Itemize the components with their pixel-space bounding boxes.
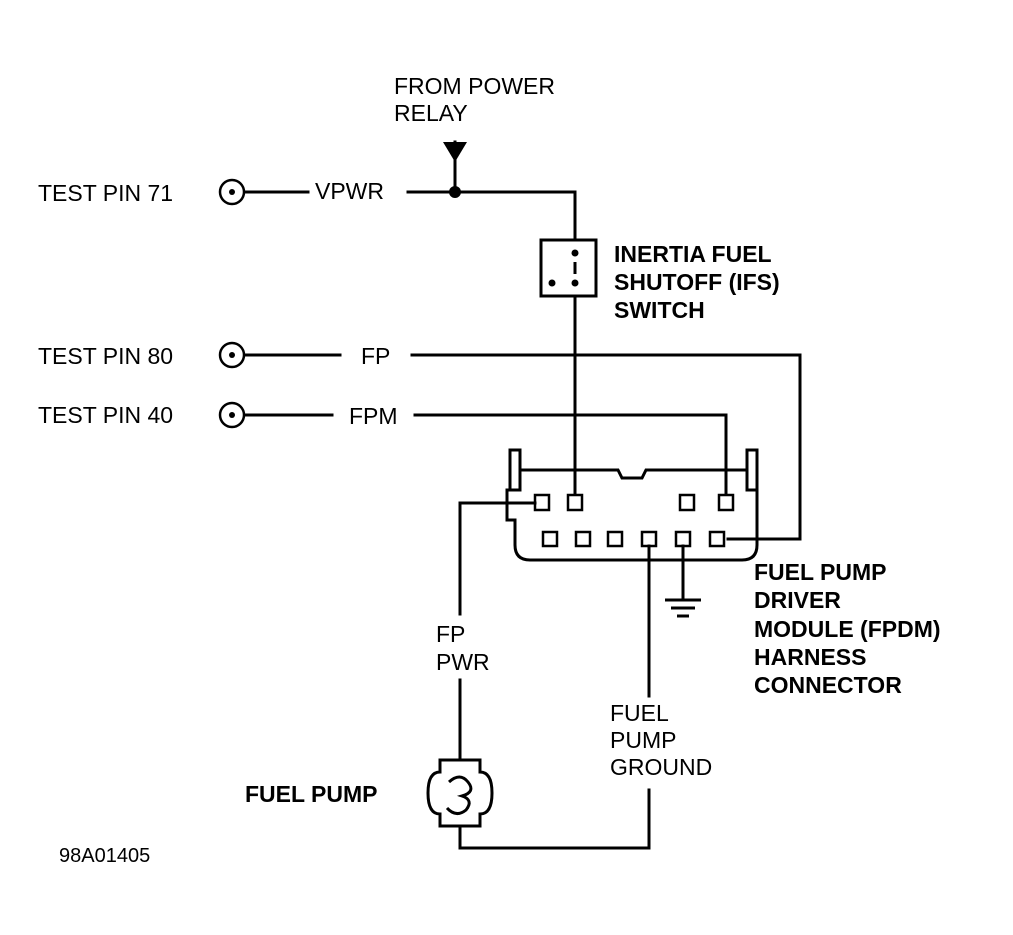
fpm-wire [244, 413, 728, 497]
vpwr-signal-label: VPWR [315, 178, 384, 204]
fuel-pump-motor [426, 758, 494, 828]
ground-symbol [665, 544, 701, 618]
test-pin-40[interactable] [218, 401, 246, 429]
ifs-switch-label-line3: SWITCH [614, 297, 705, 323]
fpdm-label-line3: MODULE (FPDM) [754, 616, 941, 642]
fuel-pump-label: FUEL PUMP [245, 781, 377, 807]
ifs-switch-label-line2: SHUTOFF (IFS) [614, 269, 780, 295]
pump-ground-label-line3: GROUND [610, 754, 712, 780]
pump-ground-label-line1: FUEL [610, 700, 669, 726]
test-pin-80[interactable] [218, 341, 246, 369]
ifs-switch [539, 238, 598, 298]
fp-pwr-label-line1: FP [436, 621, 465, 647]
vpwr-wire [244, 186, 577, 497]
fp-wire [244, 353, 802, 541]
fuel-pump-ground-wire [458, 544, 651, 850]
test-pin-80-label: TEST PIN 80 [38, 343, 173, 369]
pump-ground-label-line2: PUMP [610, 727, 676, 753]
fpdm-label-line5: CONNECTOR [754, 672, 902, 698]
fpdm-label-line2: DRIVER [754, 587, 841, 613]
power-relay-arrow [443, 140, 467, 194]
test-pin-71-label: TEST PIN 71 [38, 180, 173, 206]
fpm-signal-label: FPM [349, 403, 398, 429]
fpdm-harness-connector [505, 448, 759, 562]
fp-pwr-wire [458, 501, 537, 762]
splice-junction [449, 186, 461, 198]
ifs-switch-label-line1: INERTIA FUEL [614, 241, 772, 267]
fp-signal-label: FP [361, 343, 390, 369]
fpdm-label-line4: HARNESS [754, 644, 866, 670]
test-pin-71[interactable] [218, 178, 246, 206]
power-relay-label-line1: FROM POWER [394, 73, 555, 99]
power-relay-label-line2: RELAY [394, 100, 468, 126]
fpdm-label-line1: FUEL PUMP [754, 559, 886, 585]
figure-id: 98A01405 [59, 845, 150, 867]
test-pin-40-label: TEST PIN 40 [38, 402, 173, 428]
fp-pwr-label-line2: PWR [436, 649, 490, 675]
